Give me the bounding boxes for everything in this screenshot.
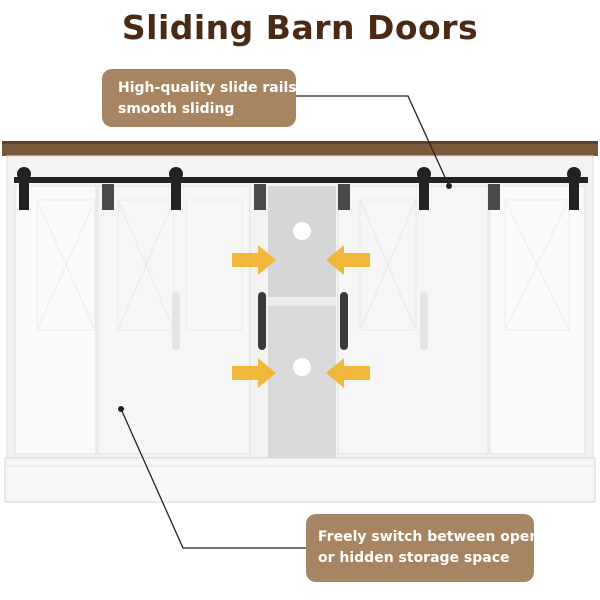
arrow-right-icon — [232, 245, 276, 275]
left-barn-door — [14, 185, 266, 455]
left-door-handle — [258, 292, 266, 350]
page-title: Sliding Barn Doors — [121, 8, 479, 47]
slide-rail — [14, 167, 588, 210]
center-open-storage — [268, 186, 336, 458]
right-door-handle — [340, 292, 348, 350]
callout-line: smooth sliding — [118, 101, 235, 117]
arrow-left-icon — [326, 245, 370, 275]
callout-storage: Freely switch between open or hidden sto… — [306, 514, 540, 582]
leader-line-rails — [296, 95, 450, 187]
cable-hole-icon — [293, 222, 311, 240]
callout-line: or hidden storage space — [318, 550, 510, 566]
leader-line-storage — [120, 408, 306, 549]
callout-line: Freely switch between open — [318, 529, 540, 545]
callout-line: High-quality slide rails — [118, 80, 297, 96]
arrow-left-icon — [326, 358, 370, 388]
arrow-right-icon — [232, 358, 276, 388]
wood-top — [2, 141, 598, 156]
cabinet-base — [4, 457, 596, 503]
right-barn-door — [337, 185, 586, 455]
cable-hole-icon — [293, 358, 311, 376]
callout-slide-rails: High-quality slide rails smooth sliding — [102, 69, 297, 127]
